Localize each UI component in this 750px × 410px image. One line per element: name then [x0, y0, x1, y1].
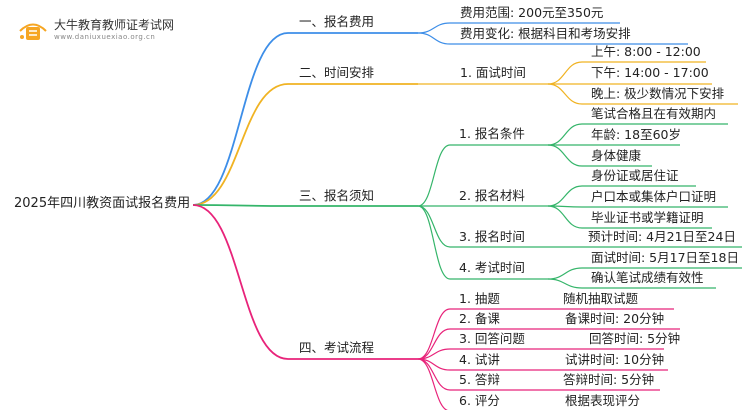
process-detail: 回答时间: 5分钟 — [589, 331, 681, 346]
morning-item: 上午: 8:00 - 12:00 — [591, 44, 701, 59]
process-detail: 随机抽取试题 — [563, 291, 639, 306]
branch-process: 四、考试流程 — [299, 340, 375, 355]
sub-connector — [417, 144, 451, 207]
material-item: 户口本或集体户口证明 — [591, 189, 717, 204]
fee-range-item: 费用范围: 200元至350元 — [460, 5, 604, 20]
leaf-connector — [547, 61, 583, 85]
leaf-connector — [547, 278, 583, 289]
requirement-item: 年龄: 18至60岁 — [591, 127, 681, 142]
process-detail: 答辩时间: 5分钟 — [563, 372, 655, 387]
exam-time-node: 4. 考试时间 — [459, 260, 525, 275]
logo-url: www.daniuxuexiao.org.cn — [54, 33, 156, 41]
step-connector — [417, 358, 449, 410]
graduation-cap-logo-icon — [19, 23, 47, 40]
process-detail: 试讲时间: 10分钟 — [565, 352, 665, 367]
requirement-item: 身体健康 — [591, 148, 642, 163]
interview-time-node: 1. 面试时间 — [460, 65, 526, 80]
leaf-connector — [417, 32, 451, 45]
leaf-connector — [547, 267, 583, 280]
branch-notice: 三、报名须知 — [299, 188, 375, 203]
branch-notice-connector — [192, 204, 289, 207]
material-item: 毕业证书或学籍证明 — [591, 210, 704, 225]
leaf-connector — [547, 144, 583, 167]
root-topic: 2025年四川教资面试报名费用 — [14, 196, 191, 211]
exam-time-item: 面试时间: 5月17日至18日 — [591, 250, 739, 265]
evening-item: 晚上: 极少数情况下安排 — [591, 86, 725, 101]
step-connector — [417, 328, 451, 360]
requirements-node: 1. 报名条件 — [459, 126, 525, 141]
leaf-connector — [547, 205, 583, 229]
leaf-connector — [417, 22, 451, 34]
branch-schedule: 二、时间安排 — [299, 65, 375, 80]
process-step: 3. 回答问题 — [459, 331, 525, 346]
process-step: 6. 评分 — [459, 393, 500, 408]
site-logo: 大牛教育教师证考试网 www.daniuxuexiao.org.cn — [18, 14, 174, 48]
leaf-connector — [547, 83, 583, 105]
step-connector — [417, 308, 451, 360]
material-item: 身份证或居住证 — [591, 168, 679, 183]
logo-name: 大牛教育教师证考试网 — [54, 18, 175, 32]
requirement-item: 笔试合格且在有效期内 — [591, 106, 717, 121]
process-step: 4. 试讲 — [459, 352, 500, 367]
leaf-connector — [547, 123, 583, 146]
branch-fee: 一、报名费用 — [299, 14, 375, 29]
process-detail: 根据表现评分 — [565, 393, 641, 408]
process-step: 1. 抽题 — [459, 291, 500, 306]
branch-schedule-connector — [192, 83, 289, 206]
leaf-connector — [547, 185, 583, 207]
sub-connector — [417, 205, 451, 280]
materials-node: 2. 报名材料 — [459, 188, 525, 203]
registration-time-item: 预计时间: 4月21日至24日 — [588, 229, 736, 244]
branch-process-connector — [192, 204, 289, 360]
exam-time-item: 确认笔试成绩有效性 — [591, 270, 704, 285]
branch-fee-connector — [192, 32, 289, 206]
process-detail: 备课时间: 20分钟 — [565, 311, 665, 326]
process-step: 2. 备课 — [459, 311, 500, 326]
afternoon-item: 下午: 14:00 - 17:00 — [591, 65, 709, 80]
registration-time-node: 3. 报名时间 — [459, 229, 525, 244]
fee-change-item: 费用变化: 根据科目和考场安排 — [460, 26, 631, 41]
process-step: 5. 答辩 — [459, 372, 500, 387]
